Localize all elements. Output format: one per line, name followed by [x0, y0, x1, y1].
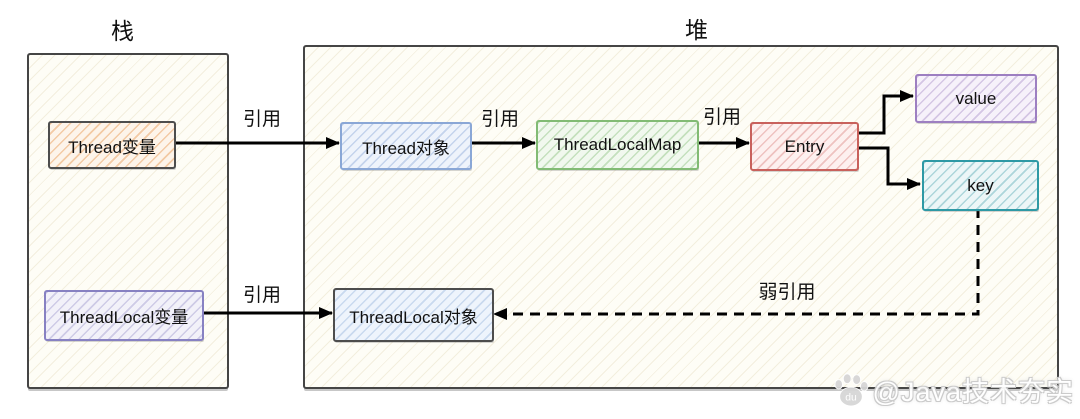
node-threadlocal-obj: ThreadLocal对象	[333, 288, 494, 342]
heap-region-label: 堆	[685, 17, 709, 43]
node-thread-var: Thread变量	[48, 121, 176, 169]
arrow-entry-to-key	[855, 146, 921, 190]
arrow-entry-to-value	[855, 90, 914, 135]
watermark-text: @Java技术夯实	[872, 377, 1074, 407]
node-thread-obj-label: Thread对象	[362, 138, 450, 158]
node-value-label: value	[955, 88, 997, 108]
node-threadlocal-var: ThreadLocal变量	[44, 290, 204, 341]
node-threadlocal-var-label: ThreadLocal变量	[59, 308, 189, 327]
node-key-label: key	[967, 175, 994, 195]
node-value: value	[915, 74, 1037, 123]
node-threadlocalmap: ThreadLocalMap	[536, 120, 699, 170]
edge-label-ref2: 引用	[480, 109, 520, 130]
node-entry: Entry	[750, 122, 859, 171]
paw-icon: du	[834, 372, 869, 407]
watermark: du @Java技术夯实	[832, 370, 1074, 409]
edge-label-ref1: 引用	[242, 109, 282, 130]
node-threadlocalmap-label: ThreadLocalMap	[553, 135, 682, 154]
node-key: key	[922, 160, 1039, 211]
node-threadlocal-obj-label: ThreadLocal对象	[349, 307, 478, 327]
edge-label-ref4: 引用	[242, 285, 282, 306]
paw-icon-text: du	[845, 392, 857, 403]
stack-region-label: 栈	[111, 18, 135, 44]
arrow-weak-ref-key-to-threadlocal-obj	[493, 208, 980, 320]
node-entry-label: Entry	[784, 136, 825, 156]
node-thread-obj: Thread对象	[340, 122, 472, 170]
edge-label-ref3: 引用	[702, 107, 742, 128]
edge-label-weak-ref: 弱引用	[758, 282, 816, 303]
node-thread-var-label: Thread变量	[68, 137, 156, 157]
